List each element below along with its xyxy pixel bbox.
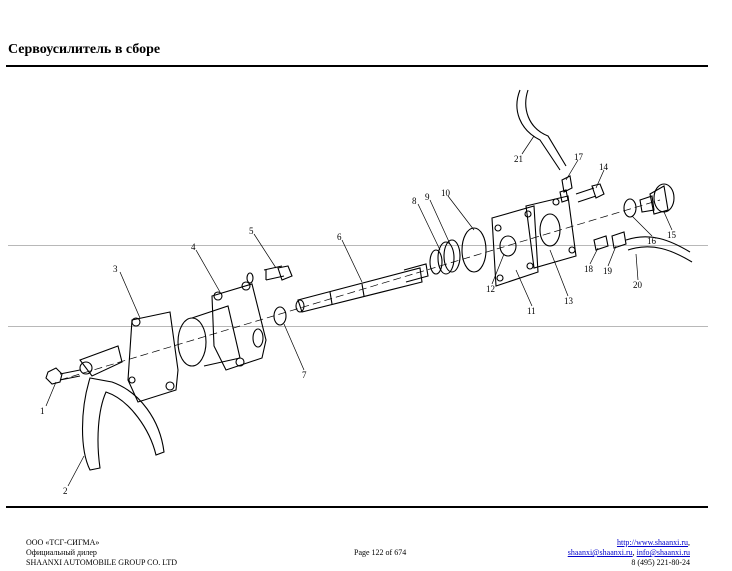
part-small-gasket (623, 198, 637, 218)
exploded-assembly-drawing: 1 2 3 4 5 6 7 8 9 10 11 12 13 14 15 16 1… (40, 89, 693, 496)
callout-15: 15 (667, 230, 677, 240)
part-valve (639, 183, 675, 215)
leader-lines (45, 135, 673, 487)
callout-8: 8 (412, 196, 417, 206)
callout-13: 13 (564, 296, 574, 306)
callout-21: 21 (514, 154, 523, 164)
part-seal-ring (461, 227, 487, 273)
callout-14: 14 (599, 162, 609, 172)
part-gasket (127, 311, 179, 403)
footer-manufacturer: SHAANXI AUTOMOBILE GROUP CO. LTD (26, 558, 178, 567)
header-rule (6, 65, 708, 67)
guide-line-upper (8, 245, 708, 246)
callout-9: 9 (425, 192, 430, 202)
callout-4: 4 (191, 242, 196, 252)
part-screw (246, 265, 293, 284)
callout-12: 12 (486, 284, 495, 294)
part-o-ring-small (273, 306, 287, 326)
callout-3: 3 (113, 264, 118, 274)
part-cover-plate (491, 205, 539, 287)
callout-18: 18 (584, 264, 594, 274)
callout-1: 1 (40, 406, 45, 416)
part-bolt (45, 367, 81, 385)
callout-10: 10 (441, 188, 451, 198)
part-shaft (295, 263, 429, 313)
part-shift-fork (79, 345, 165, 471)
footer-contacts: http://www.shaanxi.ru, shaanxi@shaanxi.r… (567, 538, 690, 567)
callout-16: 16 (647, 236, 657, 246)
callout-20: 20 (633, 280, 643, 290)
callout-6: 6 (337, 232, 342, 242)
footer-dealer: Официальный дилер (26, 548, 97, 557)
part-hose-lower (625, 236, 693, 263)
part-piston (429, 239, 461, 275)
email-link-info[interactable]: info@shaanxi.ru (636, 548, 690, 557)
part-servo-housing (177, 281, 267, 371)
email-link-shaanxi[interactable]: shaanxi@shaanxi.ru (567, 548, 633, 557)
callout-7: 7 (302, 370, 307, 380)
callout-2: 2 (63, 486, 68, 496)
callout-5: 5 (249, 226, 254, 236)
part-fitting (593, 231, 627, 251)
callout-labels: 1 2 3 4 5 6 7 8 9 10 11 12 13 14 15 16 1… (40, 152, 677, 496)
callout-11: 11 (527, 306, 536, 316)
guide-line-lower (8, 326, 708, 327)
callout-17: 17 (574, 152, 584, 162)
part-bolt-14 (575, 183, 605, 203)
callout-19: 19 (603, 266, 613, 276)
part-cylinder-cap (525, 195, 577, 269)
footer-phone: 8 (495) 221-80-24 (631, 558, 690, 567)
footer-company: ООО «ТСГ-СИГМА» (26, 538, 100, 547)
footer-company-block: ООО «ТСГ-СИГМА» Официальный дилер SHAANX… (26, 538, 177, 568)
page-number: Page 122 of 674 (354, 548, 407, 557)
part-hose-upper (516, 89, 567, 171)
footer-rule (6, 506, 708, 508)
website-link[interactable]: http://www.shaanxi.ru (616, 538, 688, 547)
page-title: Сервоусилитель в сборе (8, 42, 161, 57)
